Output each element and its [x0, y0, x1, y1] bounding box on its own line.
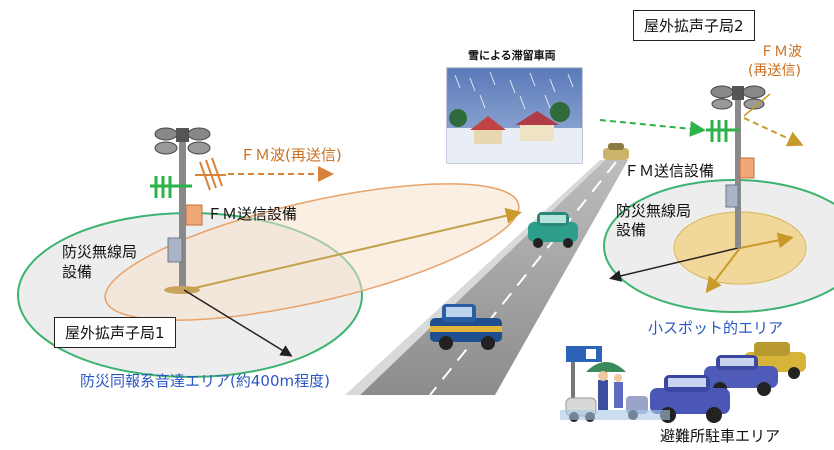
fm-incoming-arrow [599, 119, 706, 137]
fm-resend-label-1: ＦＭ波(再送信) [240, 146, 342, 164]
fm-resend-arrow-2b [743, 93, 771, 117]
car-icon [430, 304, 502, 350]
spot-arrow-1 [705, 247, 741, 294]
coverage-area-label: 防災同報系音達エリア(約400m程度) [80, 372, 330, 390]
car-icon [603, 143, 629, 160]
small-spot-label: 小スポット的エリア [648, 319, 784, 337]
parking-sign-icon [566, 346, 602, 416]
bousai-label-2b: 設備 [616, 221, 647, 239]
radius-arrow-1 [183, 289, 293, 357]
speaker-pole-icon [710, 85, 766, 248]
bousai-box-2 [725, 184, 739, 208]
station1-label: 屋外拡声子局1 [54, 317, 176, 348]
snow-scene-icon [446, 67, 583, 164]
road-center-line [429, 161, 617, 396]
antenna-icon [150, 176, 192, 198]
antenna-icon [706, 120, 740, 142]
orange-beam-ellipse [104, 183, 520, 321]
fm-equipment-label-1: ＦＭ送信設備 [207, 205, 298, 223]
car-icon [528, 212, 578, 248]
fm-resend-arrow-2 [743, 117, 804, 147]
fm-equipment-label-2: ＦＭ送信設備 [624, 162, 715, 180]
fm-wave-label-2b: (再送信) [748, 63, 801, 79]
bousai-box-1 [167, 237, 183, 263]
bousai-label-1b: 設備 [62, 263, 93, 281]
antenna-icon [195, 157, 226, 191]
station2-label: 屋外拡声子局2 [633, 10, 755, 41]
snow-vehicle-label: 雪による滞留車両 [468, 49, 556, 62]
fm-wave-label-2a: ＦＭ波 [760, 44, 802, 60]
beam-arrow-to-road [185, 207, 522, 291]
bousai-label-1a: 防災無線局 [62, 243, 138, 261]
fm-equipment-box-1 [185, 204, 203, 226]
wet-ground [560, 410, 670, 420]
fm-equipment-box-2 [739, 157, 755, 179]
speaker-pole-icon [154, 127, 211, 294]
bousai-label-2a: 防災無線局 [616, 202, 692, 220]
spot-arrow-2 [739, 232, 794, 249]
umbrella-person-icon [586, 362, 626, 410]
radius-arrow-2 [609, 247, 739, 282]
shelter-parking-label: 避難所駐車エリア [660, 427, 781, 445]
